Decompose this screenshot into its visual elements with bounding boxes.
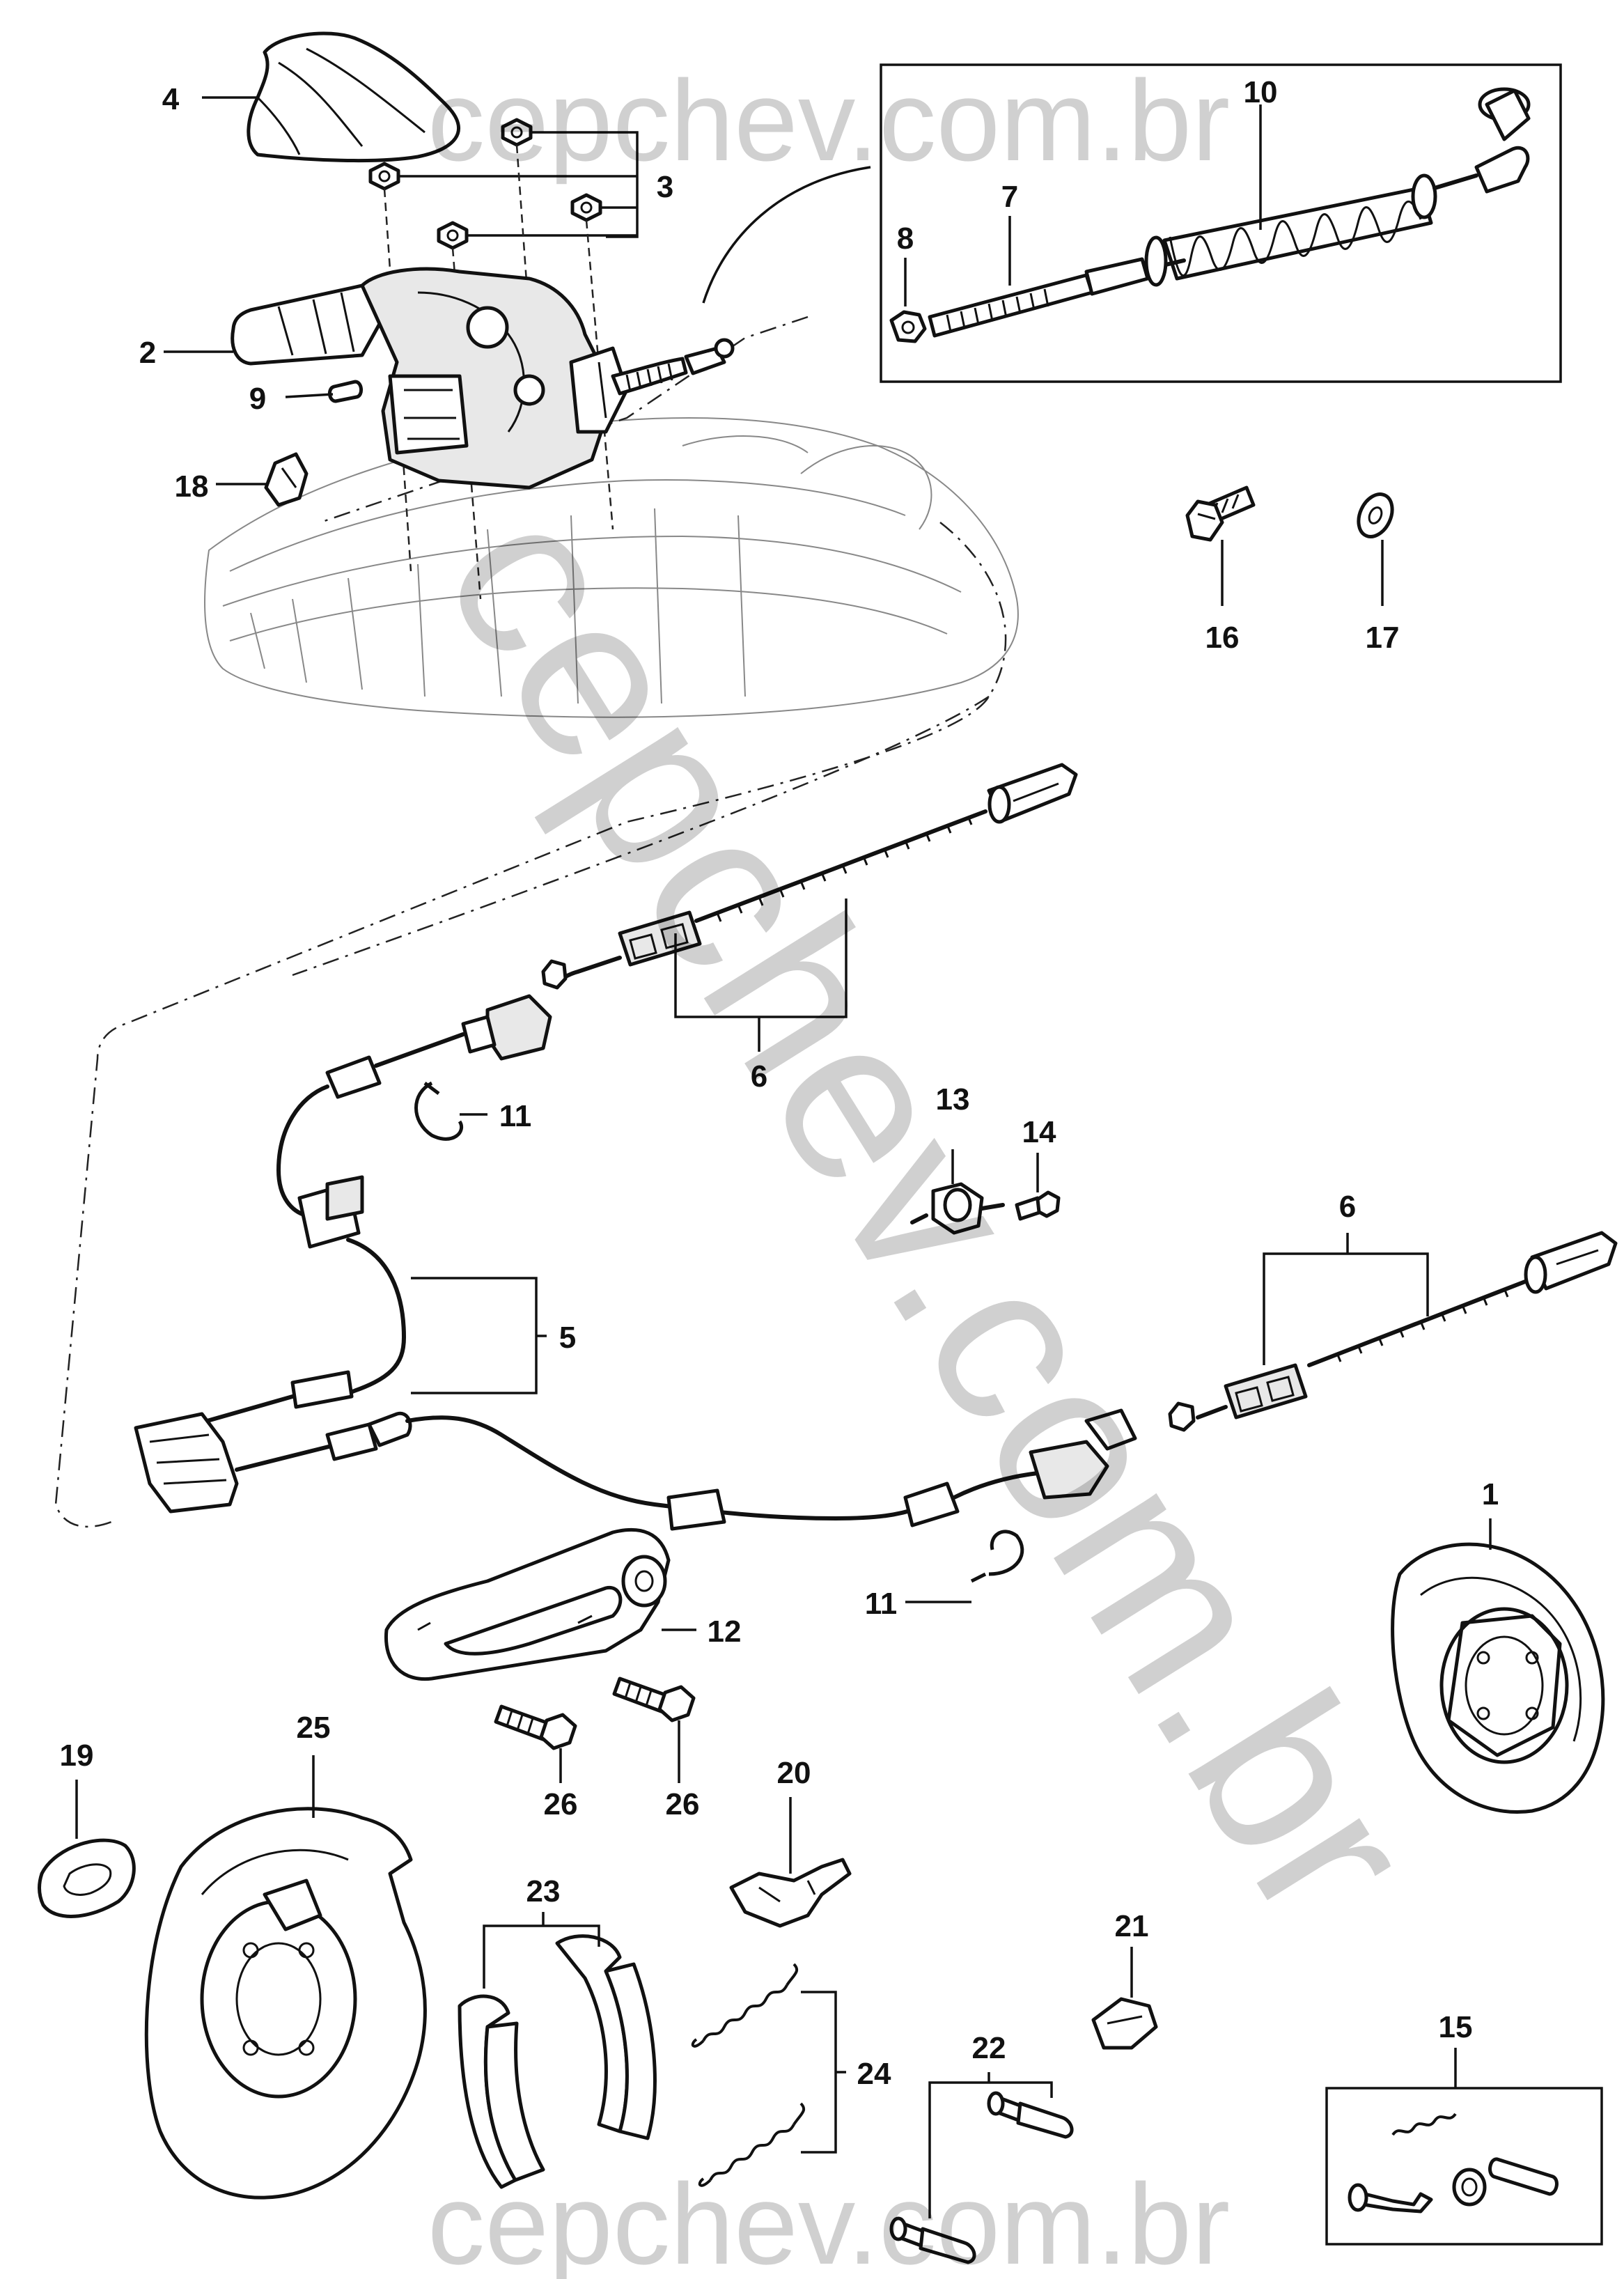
label-6-lower: 6 [1339, 1190, 1356, 1224]
label-20: 20 [777, 1756, 811, 1790]
part-8-nut [889, 310, 927, 343]
label-16: 16 [1205, 621, 1240, 655]
label-8: 8 [897, 221, 914, 256]
label-23: 23 [526, 1874, 561, 1908]
label-24: 24 [857, 2057, 891, 2091]
label-13: 13 [936, 1082, 970, 1117]
part-25-backing-plate [144, 1755, 427, 2200]
part-10-spring-cable [1144, 87, 1531, 287]
part-17-washer [1357, 492, 1394, 538]
label-11-upper: 11 [499, 1099, 532, 1133]
nut-3-a [501, 118, 533, 147]
label-21: 21 [1115, 1909, 1149, 1943]
part-11-clip-lower [905, 1530, 1024, 1603]
nut-3-c [570, 193, 602, 222]
bracket-6-upper [674, 899, 848, 1052]
label-12: 12 [708, 1615, 742, 1649]
label-3: 3 [657, 170, 673, 204]
part-14-screw [1015, 1153, 1061, 1221]
part-26-bolt-b [612, 1677, 696, 1783]
label-2: 2 [139, 336, 156, 370]
nut-3-d [437, 221, 469, 250]
part-4-lever-boot [247, 31, 460, 163]
part-22-pins [889, 2072, 1074, 2264]
part-6-lower-cable [1168, 1231, 1618, 1432]
bracket-5 [411, 1277, 547, 1394]
label-10: 10 [1244, 75, 1278, 109]
part-11-clip-upper [414, 1081, 487, 1141]
part-12-bracket-plate [384, 1527, 696, 1681]
part-16-bolt [1185, 485, 1256, 542]
detail-box-adjuster [880, 63, 1562, 383]
part-1-backing-plate [1391, 1518, 1605, 1814]
watermark-bottom: cepchev.com.br [428, 2160, 1230, 2279]
label-9: 9 [249, 382, 266, 416]
part-9-pin [285, 380, 363, 403]
part-5-equalizer-cable [134, 994, 1137, 1531]
label-22: 22 [972, 2031, 1006, 2065]
part-23-brake-shoes [458, 1912, 657, 2189]
part-13-bracket [910, 1149, 1005, 1235]
label-17: 17 [1366, 621, 1400, 655]
part-18-clip [216, 452, 309, 507]
floor-console-outline [204, 417, 1019, 718]
label-14: 14 [1022, 1115, 1056, 1149]
label-25: 25 [297, 1711, 331, 1745]
label-15: 15 [1439, 2010, 1473, 2044]
label-5: 5 [559, 1321, 576, 1355]
label-1: 1 [1482, 1477, 1499, 1511]
part-2-handbrake-lever [231, 267, 735, 490]
label-19: 19 [60, 1739, 94, 1773]
label-4: 4 [162, 82, 180, 116]
detail-leader-curve [702, 166, 871, 304]
label-6-upper: 6 [751, 1059, 767, 1094]
watermark-top: cepchev.com.br [428, 56, 1230, 185]
part-7-threaded-rod [928, 257, 1186, 338]
part-6-upper-cable [541, 763, 1078, 990]
label-26-a: 26 [544, 1787, 578, 1821]
nut-3-b [368, 162, 400, 191]
label-18: 18 [175, 469, 209, 504]
part-24-springs [691, 1963, 846, 2187]
callout-labels: 4 3 2 9 18 10 7 8 16 17 6 11 13 14 6 5 1… [60, 75, 1499, 2091]
label-11-lower: 11 [865, 1587, 898, 1621]
part-26-bolt-a [494, 1704, 577, 1783]
bracket-6-lower [1263, 1233, 1429, 1365]
label-26-b: 26 [666, 1787, 700, 1821]
part-15-hardware-kit [1325, 2048, 1603, 2246]
label-7: 7 [1001, 180, 1018, 214]
part-20-lever [729, 1797, 852, 1928]
part-19-grommet [38, 1780, 136, 1918]
part-21-adjuster [1091, 1947, 1158, 2050]
